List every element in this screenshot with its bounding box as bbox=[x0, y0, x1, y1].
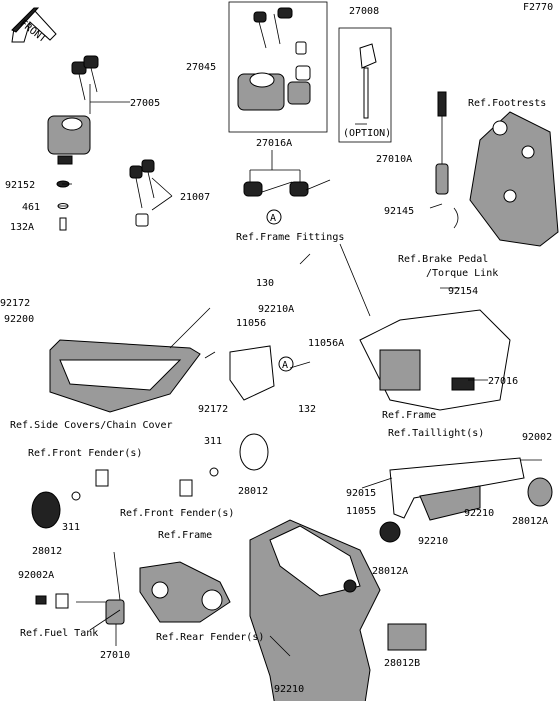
part-28012a-lower: 28012A bbox=[372, 566, 408, 577]
option-key-icon bbox=[355, 43, 377, 125]
bolt-front-fender-lower bbox=[179, 479, 193, 497]
part-92002: 92002 bbox=[522, 432, 552, 443]
reflector-28012-left bbox=[31, 491, 61, 529]
part-11056a: 11056A bbox=[308, 338, 344, 349]
bolt-92002a bbox=[35, 595, 47, 605]
reflector-28012a-lower bbox=[379, 521, 401, 543]
ref-frame-fittings: Ref.Frame Fittings bbox=[236, 232, 344, 243]
callout-a-mid bbox=[278, 356, 294, 372]
kit-box-27045 bbox=[228, 1, 328, 133]
part-130: 130 bbox=[256, 278, 274, 289]
key-set-icon bbox=[253, 7, 307, 55]
switch-27010-icon bbox=[105, 551, 125, 646]
part-28012-upper: 28012 bbox=[238, 486, 268, 497]
ref-rear-fender: Ref.Rear Fender(s) bbox=[156, 632, 264, 643]
nut-311-lower bbox=[71, 491, 81, 501]
lower-frame-icon bbox=[139, 561, 231, 623]
part-92172-top: 92172 bbox=[0, 298, 30, 309]
ref-brake-pedal-1: Ref.Brake Pedal bbox=[398, 254, 488, 265]
part-92154: 92154 bbox=[448, 286, 478, 297]
ref-taillights: Ref.Taillight(s) bbox=[388, 428, 484, 439]
sensor-27010a-icon bbox=[435, 91, 449, 195]
bolt-132a bbox=[59, 217, 67, 231]
part-311-lower: 311 bbox=[62, 522, 80, 533]
ref-footrests: Ref.Footrests bbox=[468, 98, 546, 109]
taillight-stay-icon bbox=[389, 457, 525, 521]
option-box bbox=[338, 27, 392, 143]
part-28012-left: 28012 bbox=[32, 546, 62, 557]
part-27045: 27045 bbox=[186, 62, 216, 73]
part-11056: 11056 bbox=[236, 318, 266, 329]
option-label: (OPTION) bbox=[343, 128, 391, 139]
nut-311-upper bbox=[209, 467, 219, 477]
cover-bracket-icon bbox=[229, 345, 275, 401]
reflector-28012a-right bbox=[527, 477, 553, 507]
part-92210a: 92210A bbox=[258, 304, 294, 315]
part-132: 132 bbox=[298, 404, 316, 415]
ref-brake-pedal-2: /Torque Link bbox=[426, 268, 498, 279]
reflector-28012-upper bbox=[239, 433, 269, 471]
part-92210-bottom: 92210 bbox=[274, 684, 304, 695]
part-27016a: 27016A bbox=[256, 138, 292, 149]
part-11055: 11055 bbox=[346, 506, 376, 517]
part-28012a-right: 28012A bbox=[512, 516, 548, 527]
part-92152: 92152 bbox=[5, 180, 35, 191]
keys-27005-icon bbox=[71, 55, 99, 101]
part-27005: 27005 bbox=[130, 98, 160, 109]
part-28012b: 28012B bbox=[384, 658, 420, 669]
part-132a: 132A bbox=[10, 222, 34, 233]
part-27010: 27010 bbox=[100, 650, 130, 661]
keys-21007-icon bbox=[129, 159, 155, 227]
spring-92145 bbox=[453, 207, 459, 229]
footrest-bracket-icon bbox=[469, 111, 559, 247]
part-92172-bottom: 92172 bbox=[198, 404, 228, 415]
callout-a-top bbox=[266, 209, 282, 225]
part-92015: 92015 bbox=[346, 488, 376, 499]
part-92210-right: 92210 bbox=[464, 508, 494, 519]
ref-front-fender-lower: Ref.Front Fender(s) bbox=[120, 508, 234, 519]
reflector-28012b bbox=[387, 623, 427, 651]
ignition-switch-icon bbox=[47, 115, 91, 165]
part-92002a: 92002A bbox=[18, 570, 54, 581]
keys-27016a-icon bbox=[243, 179, 331, 197]
leader-lines bbox=[58, 84, 542, 657]
part-27016: 27016 bbox=[488, 376, 518, 387]
side-cover-icon bbox=[49, 339, 201, 413]
callout-a-mid-label: A bbox=[282, 360, 288, 371]
part-311-upper: 311 bbox=[204, 436, 222, 447]
ignition-switch-kit-icon bbox=[237, 65, 311, 111]
front-arrow-icon bbox=[11, 7, 57, 43]
part-27010a: 27010A bbox=[376, 154, 412, 165]
ref-side-covers: Ref.Side Covers/Chain Cover bbox=[10, 420, 173, 431]
ref-fuel-tank: Ref.Fuel Tank bbox=[20, 628, 98, 639]
part-27008: 27008 bbox=[349, 6, 379, 17]
part-92200: 92200 bbox=[4, 314, 34, 325]
frame-bracket-icon bbox=[359, 309, 511, 411]
callout-a-top-label: A bbox=[270, 213, 276, 224]
diagram-code: F2770 bbox=[523, 2, 553, 13]
ref-frame-lower: Ref.Frame bbox=[158, 530, 212, 541]
bolt-front-fender-upper bbox=[95, 469, 109, 487]
part-21007: 21007 bbox=[180, 192, 210, 203]
clamp-fuel-tank bbox=[55, 593, 69, 609]
part-92210-mid: 92210 bbox=[418, 536, 448, 547]
ref-frame-right: Ref.Frame bbox=[382, 410, 436, 421]
part-92145: 92145 bbox=[384, 206, 414, 217]
ref-front-fender-upper: Ref.Front Fender(s) bbox=[28, 448, 142, 459]
rear-fender-icon bbox=[249, 519, 381, 705]
part-461: 461 bbox=[22, 202, 40, 213]
